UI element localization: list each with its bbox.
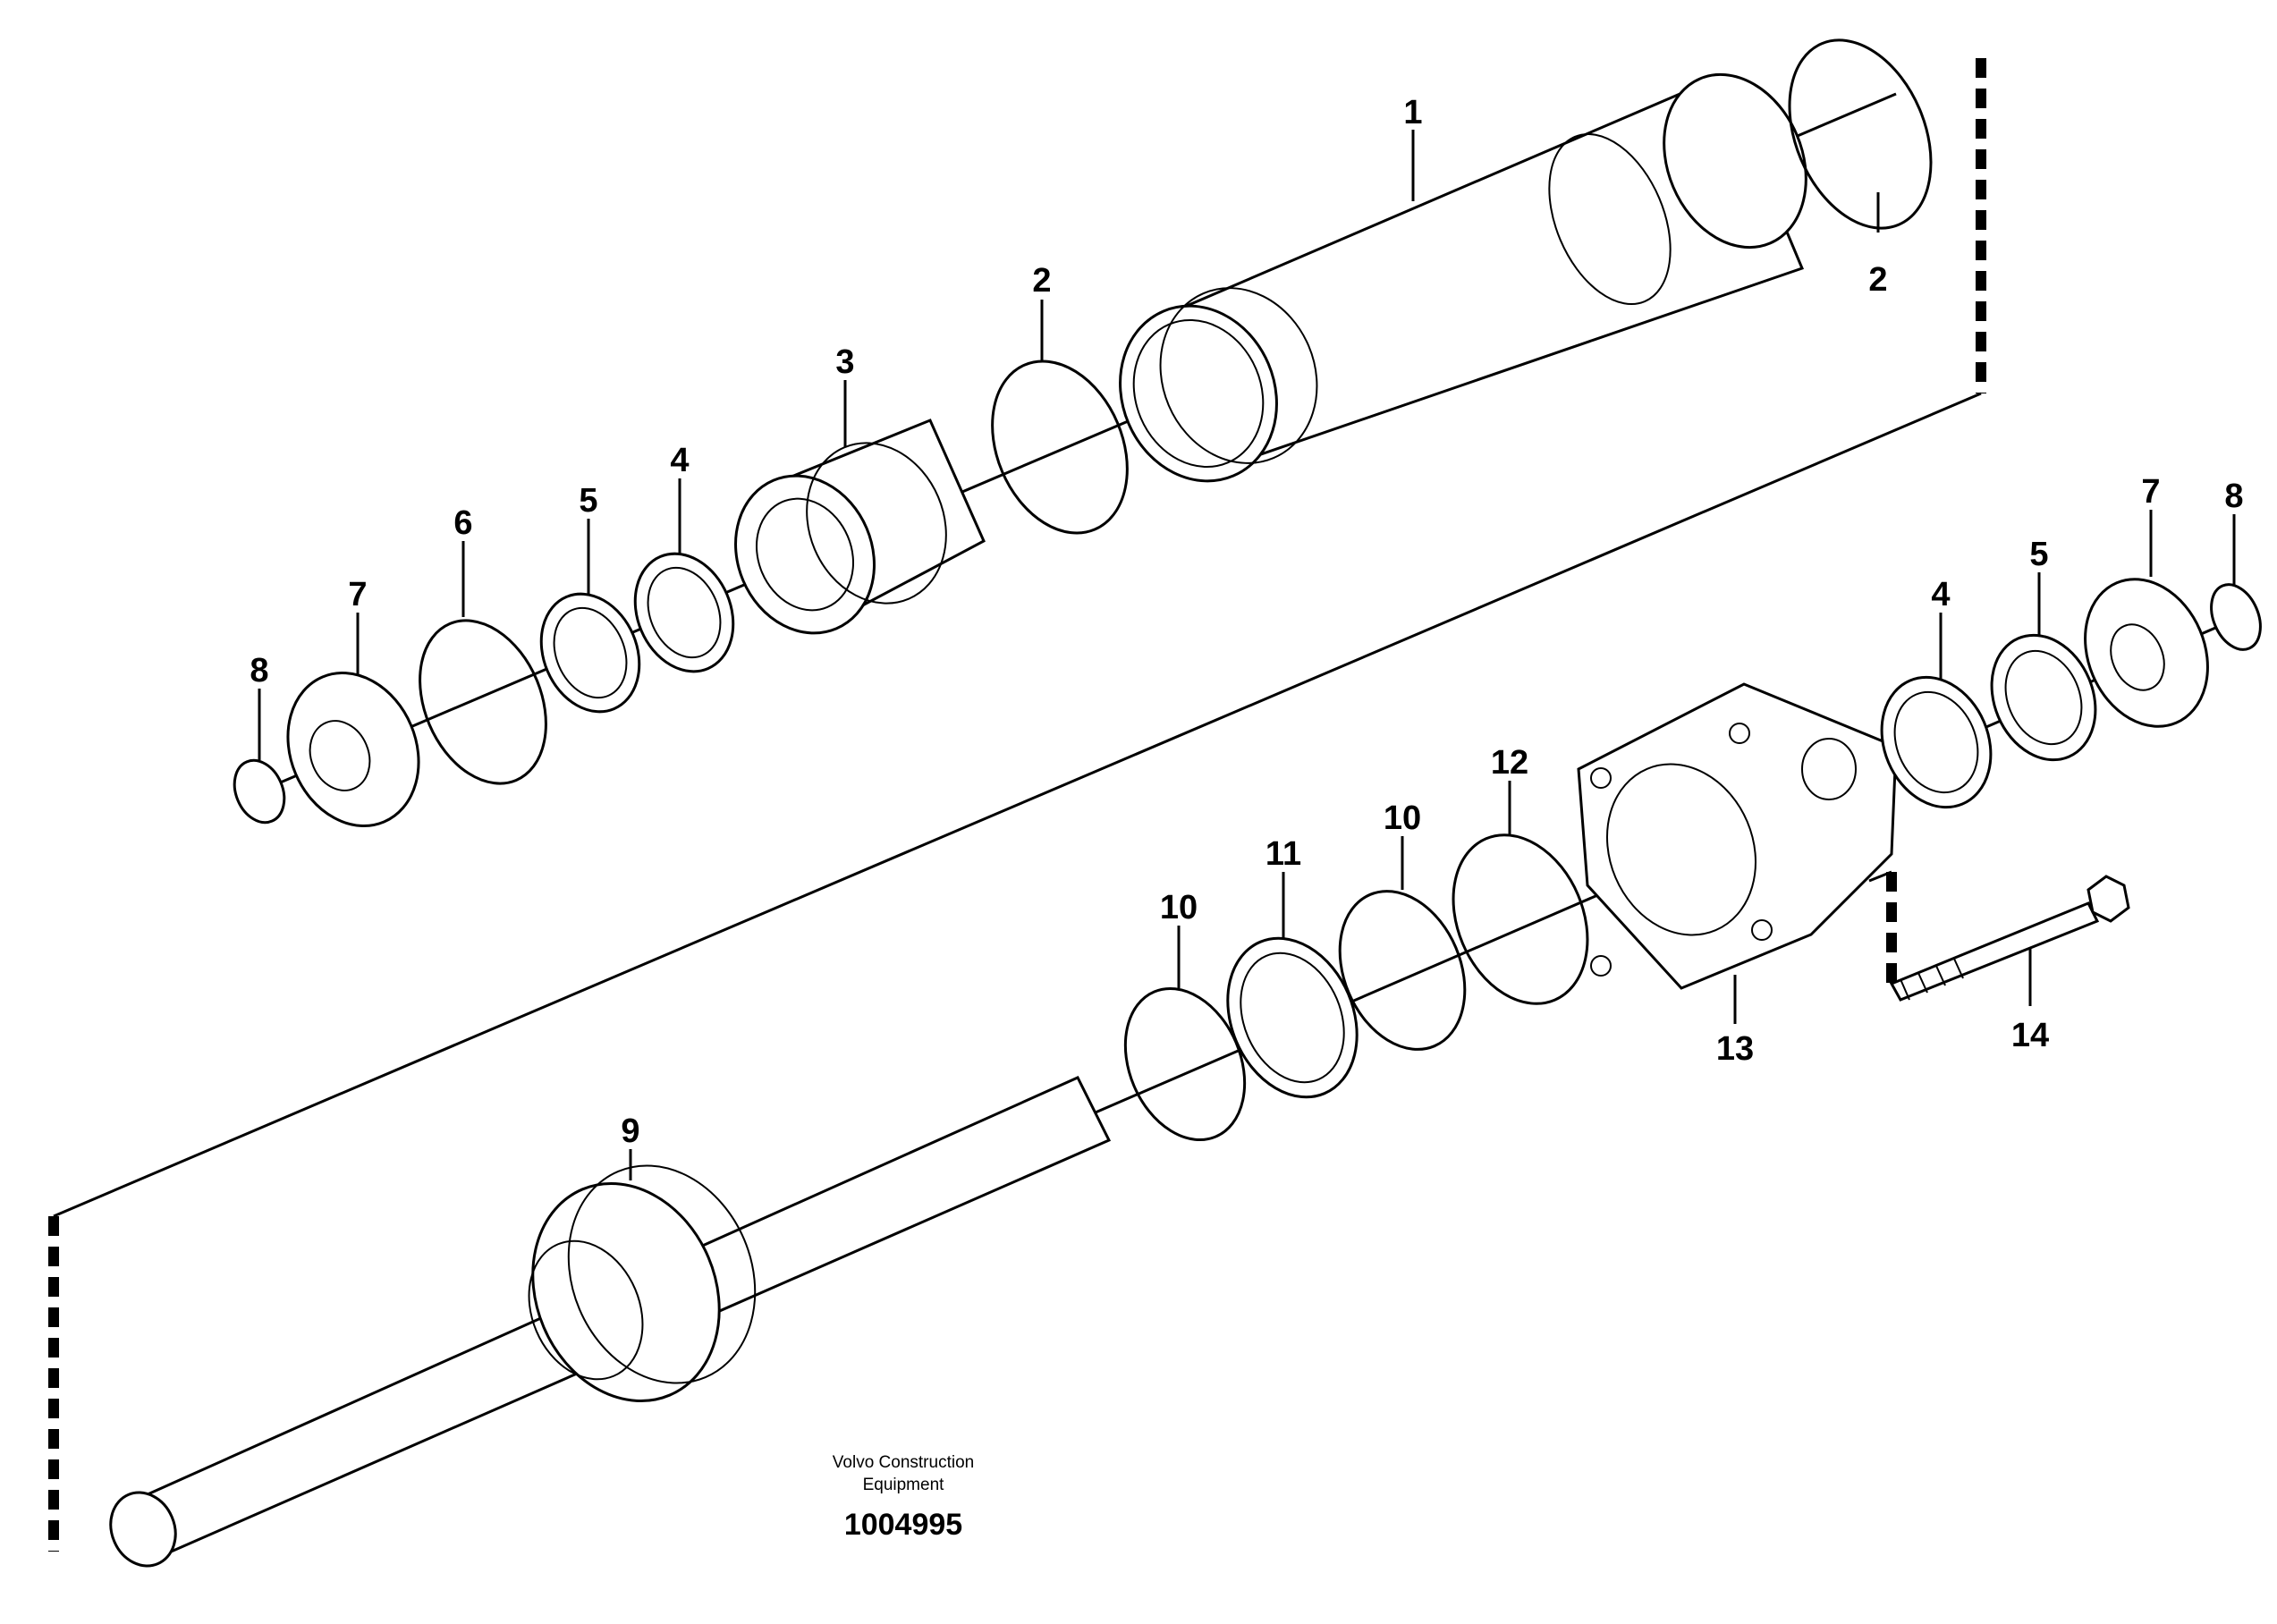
cap-8-upper: [233, 758, 286, 825]
o-ring-2-left: [991, 359, 1129, 535]
o-ring-12: [1452, 833, 1589, 1005]
callout-8-lower: 8: [2224, 478, 2243, 515]
callout-12: 12: [1491, 744, 1528, 782]
seal-5-upper: [539, 592, 641, 714]
assembly-bracket: [48, 58, 1986, 1552]
piston-rod: [109, 1076, 1112, 1568]
cap-8-lower: [2210, 583, 2262, 651]
piston: [734, 419, 986, 635]
callout-9: 9: [621, 1112, 639, 1150]
callout-4-lower: 4: [1931, 576, 1950, 613]
callout-2-left: 2: [1032, 262, 1051, 300]
callout-8-upper: 8: [250, 652, 268, 689]
callout-10-left: 10: [1160, 889, 1198, 926]
leader-lines: [258, 130, 2236, 1180]
credit-line-2: Equipment: [863, 1476, 945, 1494]
seal-4-lower: [1880, 675, 1993, 809]
callout-7-lower: 7: [2141, 473, 2160, 511]
nut-7-lower: [2084, 578, 2209, 728]
seal-5-lower: [1990, 633, 2097, 762]
callout-6: 6: [453, 504, 472, 542]
callout-5-lower: 5: [2029, 536, 2048, 573]
callout-2-right: 2: [1868, 261, 1887, 299]
credit-block: Volvo Construction Equipment 1004995: [833, 1453, 974, 1542]
callout-5-upper: 5: [579, 482, 597, 520]
callout-13: 13: [1716, 1030, 1754, 1068]
callout-11: 11: [1265, 835, 1301, 873]
o-ring-6: [419, 619, 547, 785]
callout-labels: 1 2 2 3 4 5 6 7 8 9 10 11 10 12 13 14 4 …: [250, 94, 2243, 1150]
o-ring-2-right: [1788, 38, 1933, 230]
seal-4-upper: [633, 552, 735, 673]
nut-7-upper: [286, 672, 420, 827]
cylinder-barrel: [1119, 72, 1807, 483]
cylinder-head-13: [1577, 682, 1898, 990]
bolt-14: [1889, 875, 2130, 1002]
reference-number: 1004995: [844, 1508, 962, 1542]
o-ring-10-right: [1338, 890, 1467, 1051]
callout-7-upper: 7: [348, 576, 367, 613]
callout-10-right: 10: [1384, 799, 1421, 837]
wiper-ring-11: [1226, 936, 1359, 1099]
credit-line-1: Volvo Construction: [833, 1453, 974, 1472]
callout-4-upper: 4: [670, 442, 689, 479]
callout-1: 1: [1403, 94, 1422, 131]
callout-14: 14: [2011, 1017, 2049, 1054]
callout-3: 3: [835, 343, 854, 381]
